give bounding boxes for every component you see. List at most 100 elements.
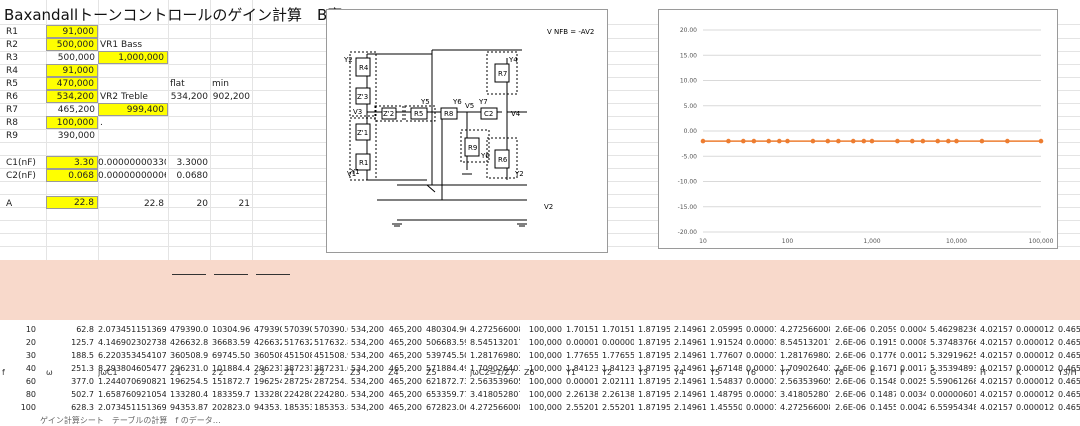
table-cell[interactable]: 1.91524 — [710, 338, 742, 347]
table-cell[interactable]: 387231.0 — [314, 364, 348, 373]
table-cell[interactable]: 377.0 — [71, 377, 94, 386]
table-cell[interactable]: 506683.59 — [426, 338, 466, 347]
table-cell[interactable]: 465,200 — [388, 325, 422, 334]
table-cell[interactable]: 3.4180528071 — [780, 390, 830, 399]
table-cell[interactable]: 8.29380460547707 — [98, 364, 166, 373]
table-cell[interactable]: 0.00001 — [746, 338, 776, 347]
table-cell[interactable]: 360508.9 — [254, 351, 282, 360]
table-cell[interactable]: 387231 — [284, 364, 312, 373]
column-header[interactable]: Z2 — [314, 368, 325, 377]
table-cell[interactable]: 1.45550 — [710, 403, 742, 412]
column-header[interactable]: Z3 — [350, 368, 361, 377]
param-value-cell[interactable]: 91,000 — [46, 25, 98, 38]
table-cell[interactable]: 0.1455 — [870, 403, 896, 412]
table-cell[interactable]: 1.84123 — [566, 364, 598, 373]
table-cell[interactable]: 60 — [25, 377, 36, 386]
table-cell[interactable]: 125.7 — [71, 338, 94, 347]
table-cell[interactable]: 465,200 — [388, 390, 422, 399]
table-cell[interactable]: 4.021571 — [980, 364, 1012, 373]
table-cell[interactable]: 296231.0 — [254, 364, 282, 373]
table-cell[interactable]: 0.0025 — [900, 377, 926, 386]
table-cell[interactable]: 2.6E-06 — [835, 325, 866, 334]
table-cell[interactable]: 0.000012 — [1016, 325, 1054, 334]
table-cell[interactable]: 534,200 — [350, 390, 384, 399]
column-header[interactable]: Y2 — [602, 368, 612, 377]
table-cell[interactable]: 4.021571 — [980, 377, 1012, 386]
table-cell[interactable]: 534,200 — [350, 403, 384, 412]
cap-sci[interactable]: 0.000000000068 — [98, 171, 166, 181]
table-cell[interactable]: 480304.96 — [426, 325, 466, 334]
table-cell[interactable]: 451508 — [284, 351, 312, 360]
table-cell[interactable]: 1.2817698026 — [780, 351, 830, 360]
table-cell[interactable]: 287254.5 — [314, 377, 348, 386]
table-cell[interactable]: 4.021571 — [980, 390, 1012, 399]
table-cell[interactable]: 2.05995 — [710, 325, 742, 334]
table-cell[interactable]: 1.87195 — [638, 364, 670, 373]
table-cell[interactable]: 202823.06 — [212, 403, 250, 412]
table-cell[interactable]: 196254.5 — [254, 377, 282, 386]
table-cell[interactable]: 517632.8 — [314, 338, 348, 347]
table-cell[interactable]: 534,200 — [350, 325, 384, 334]
column-header[interactable]: Y1 — [566, 368, 576, 377]
table-cell[interactable]: 0.00001 — [746, 403, 776, 412]
table-cell[interactable]: 426632.8 — [254, 338, 282, 347]
table-cell[interactable]: 2.07345115136926 — [98, 325, 166, 334]
table-cell[interactable]: 0.0004 — [900, 325, 926, 334]
table-cell[interactable]: 1.87195 — [638, 338, 670, 347]
table-cell[interactable]: 183359.77 — [212, 390, 250, 399]
gain-v2[interactable]: 22.8 — [143, 199, 164, 209]
table-cell[interactable]: 133280.45 — [170, 390, 208, 399]
table-cell[interactable]: 0.000012 — [1016, 364, 1054, 373]
table-cell[interactable]: 80 — [25, 390, 36, 399]
table-cell[interactable]: 1.701513 — [602, 325, 634, 334]
table-cell[interactable]: 570390 — [284, 325, 312, 334]
table-cell[interactable]: 465,200 — [388, 351, 422, 360]
table-cell[interactable]: 0.0012 — [900, 351, 926, 360]
table-cell[interactable]: 151872.73 — [212, 377, 250, 386]
table-cell[interactable]: 224280.4 — [314, 390, 348, 399]
table-cell[interactable]: 465,200 — [388, 377, 422, 386]
cap-value-cell[interactable]: 0.068 — [46, 169, 98, 182]
table-cell[interactable]: 360508.98 — [170, 351, 208, 360]
min-value[interactable]: 902,200 — [212, 92, 250, 102]
table-cell[interactable]: 0.0042 — [900, 403, 926, 412]
table-cell[interactable]: 36683.593 — [212, 338, 250, 347]
table-cell[interactable]: 8.5451320177 — [470, 338, 520, 347]
table-cell[interactable]: 0.0017 — [900, 364, 926, 373]
table-cell[interactable]: 94353.870 — [170, 403, 208, 412]
table-cell[interactable]: 1.65876092105414 — [98, 390, 166, 399]
table-cell[interactable]: 2.6E-06 — [835, 338, 866, 347]
table-cell[interactable]: 185353 — [284, 403, 312, 412]
column-header[interactable]: jωC2=1/Z7 — [470, 368, 515, 377]
table-cell[interactable]: 100,000 — [528, 325, 562, 334]
column-header[interactable]: z'3 — [254, 368, 266, 377]
column-header[interactable]: Y5 — [710, 368, 720, 377]
table-cell[interactable]: 30 — [25, 351, 36, 360]
table-cell[interactable]: 5.3539489344 — [930, 364, 976, 373]
table-cell[interactable]: 4.2725660088 — [780, 403, 830, 412]
table-cell[interactable]: 2.55201 — [566, 403, 598, 412]
table-cell[interactable]: 1.87195 — [638, 377, 670, 386]
table-cell[interactable]: 2.6E-06 — [835, 377, 866, 386]
table-cell[interactable]: 0.000012 — [1016, 390, 1054, 399]
table-cell[interactable]: 0.00001 — [566, 338, 598, 347]
table-cell[interactable]: 0.00001 — [746, 364, 776, 373]
table-cell[interactable]: 1.841234 — [602, 364, 634, 373]
table-cell[interactable]: 2.14961 — [674, 338, 706, 347]
table-cell[interactable]: 10304.968 — [212, 325, 250, 334]
table-cell[interactable]: 0.000012 — [1016, 403, 1054, 412]
table-cell[interactable]: 2.14961 — [674, 403, 706, 412]
table-cell[interactable]: 0.000012 — [1016, 377, 1054, 386]
column-header[interactable]: f — [2, 368, 5, 377]
table-cell[interactable]: 5.4629823654 — [930, 325, 976, 334]
column-header[interactable]: z'1 — [170, 368, 182, 377]
table-cell[interactable]: 2.14961 — [674, 364, 706, 373]
table-cell[interactable]: 465,200 — [388, 403, 422, 412]
